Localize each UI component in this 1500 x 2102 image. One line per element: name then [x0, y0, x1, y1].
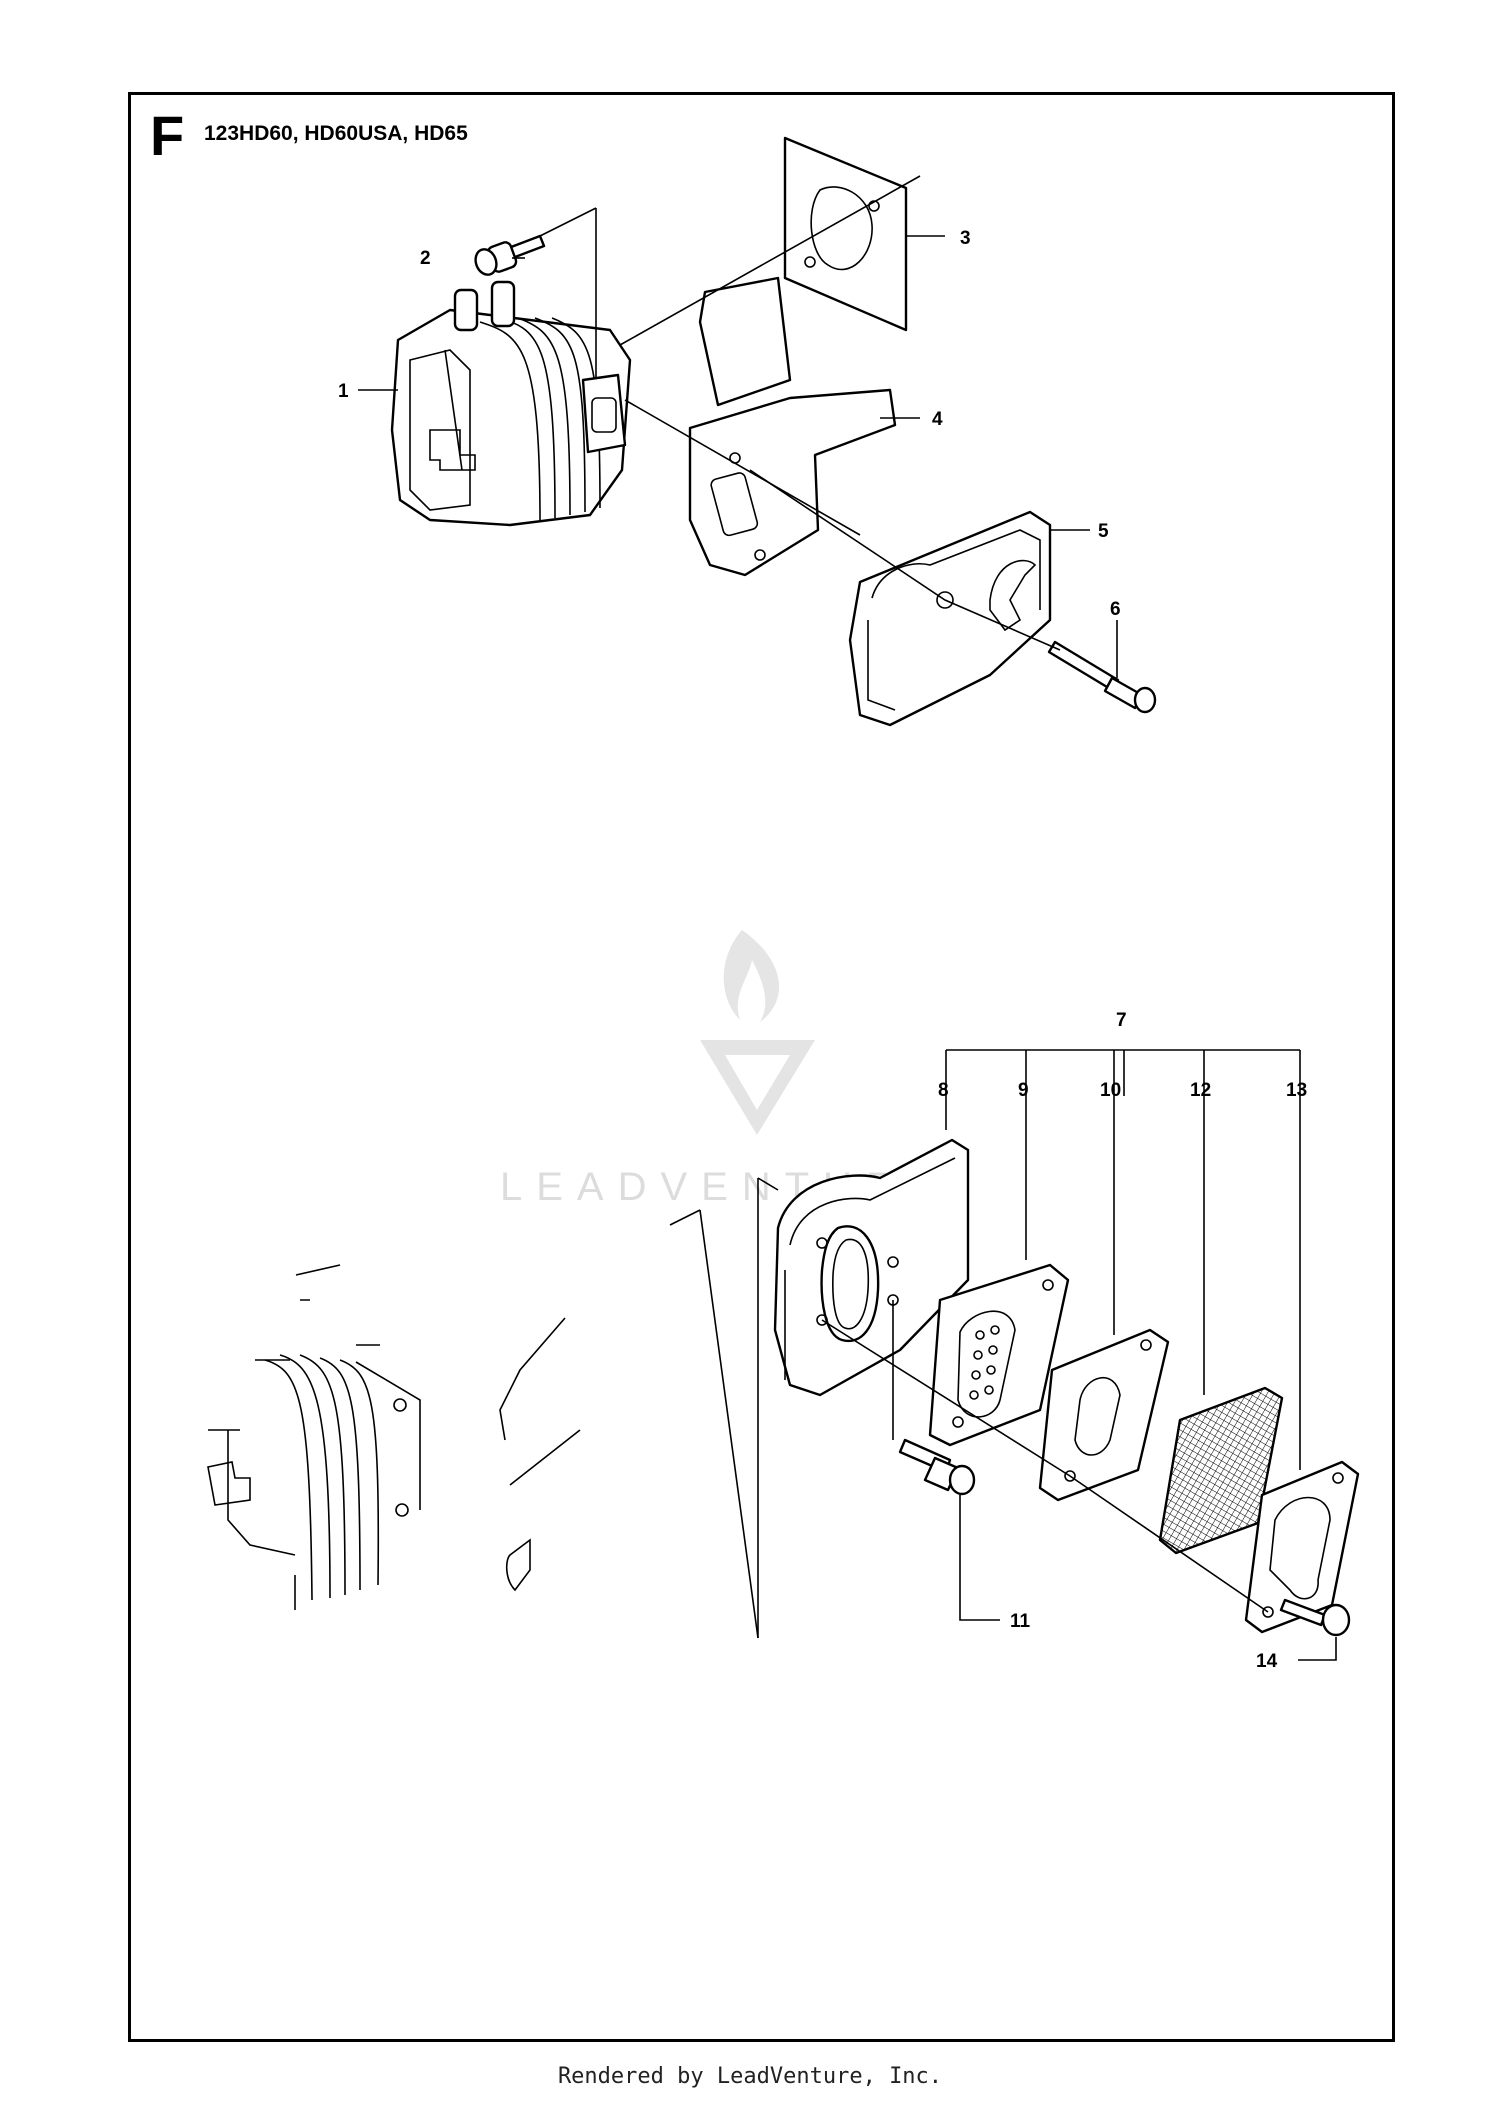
part-8-muffler-body[interactable] [773, 1138, 970, 1397]
callout-5: 5 [1098, 521, 1109, 542]
ghost-cylinder-outline [207, 1264, 421, 1610]
part-10-gasket[interactable] [1038, 1328, 1170, 1502]
lower-leader-lines [699, 1049, 1337, 1661]
part-3-gasket[interactable] [783, 136, 908, 332]
part-6-bolt[interactable] [1047, 640, 1157, 714]
diagram-frame [128, 92, 1395, 2042]
part-4-heat-shield[interactable] [688, 276, 897, 577]
callout-4: 4 [932, 409, 943, 430]
part-14-screw[interactable] [1279, 1598, 1351, 1637]
upper-leader-lines [358, 175, 1118, 678]
part-9-baffle-plate[interactable] [928, 1263, 1070, 1447]
callout-1: 1 [338, 381, 349, 402]
callout-2: 2 [420, 248, 431, 269]
ghost-shield-outline [499, 1178, 759, 1638]
part-2-screw[interactable] [472, 234, 546, 278]
callout-11: 11 [1010, 1611, 1031, 1632]
leadventure-watermark: LEADVENTURE [500, 930, 936, 1209]
callout-8: 8 [938, 1080, 949, 1101]
callout-13: 13 [1286, 1080, 1307, 1101]
callout-10: 10 [1100, 1080, 1121, 1101]
callout-12: 12 [1190, 1080, 1211, 1101]
section-letter: F [150, 104, 185, 167]
model-list: 123HD60, HD60USA, HD65 [204, 122, 468, 145]
part-1-cylinder[interactable] [390, 280, 632, 527]
callout-9: 9 [1018, 1080, 1029, 1101]
callout-6: 6 [1110, 599, 1121, 620]
callout-3: 3 [960, 228, 971, 249]
part-5-muffler[interactable] [848, 510, 1052, 727]
callout-7: 7 [1116, 1010, 1127, 1031]
render-credit: Rendered by LeadVenture, Inc. [557, 2064, 943, 2089]
callout-14: 14 [1256, 1651, 1278, 1672]
part-11-bolt[interactable] [898, 1438, 976, 1496]
